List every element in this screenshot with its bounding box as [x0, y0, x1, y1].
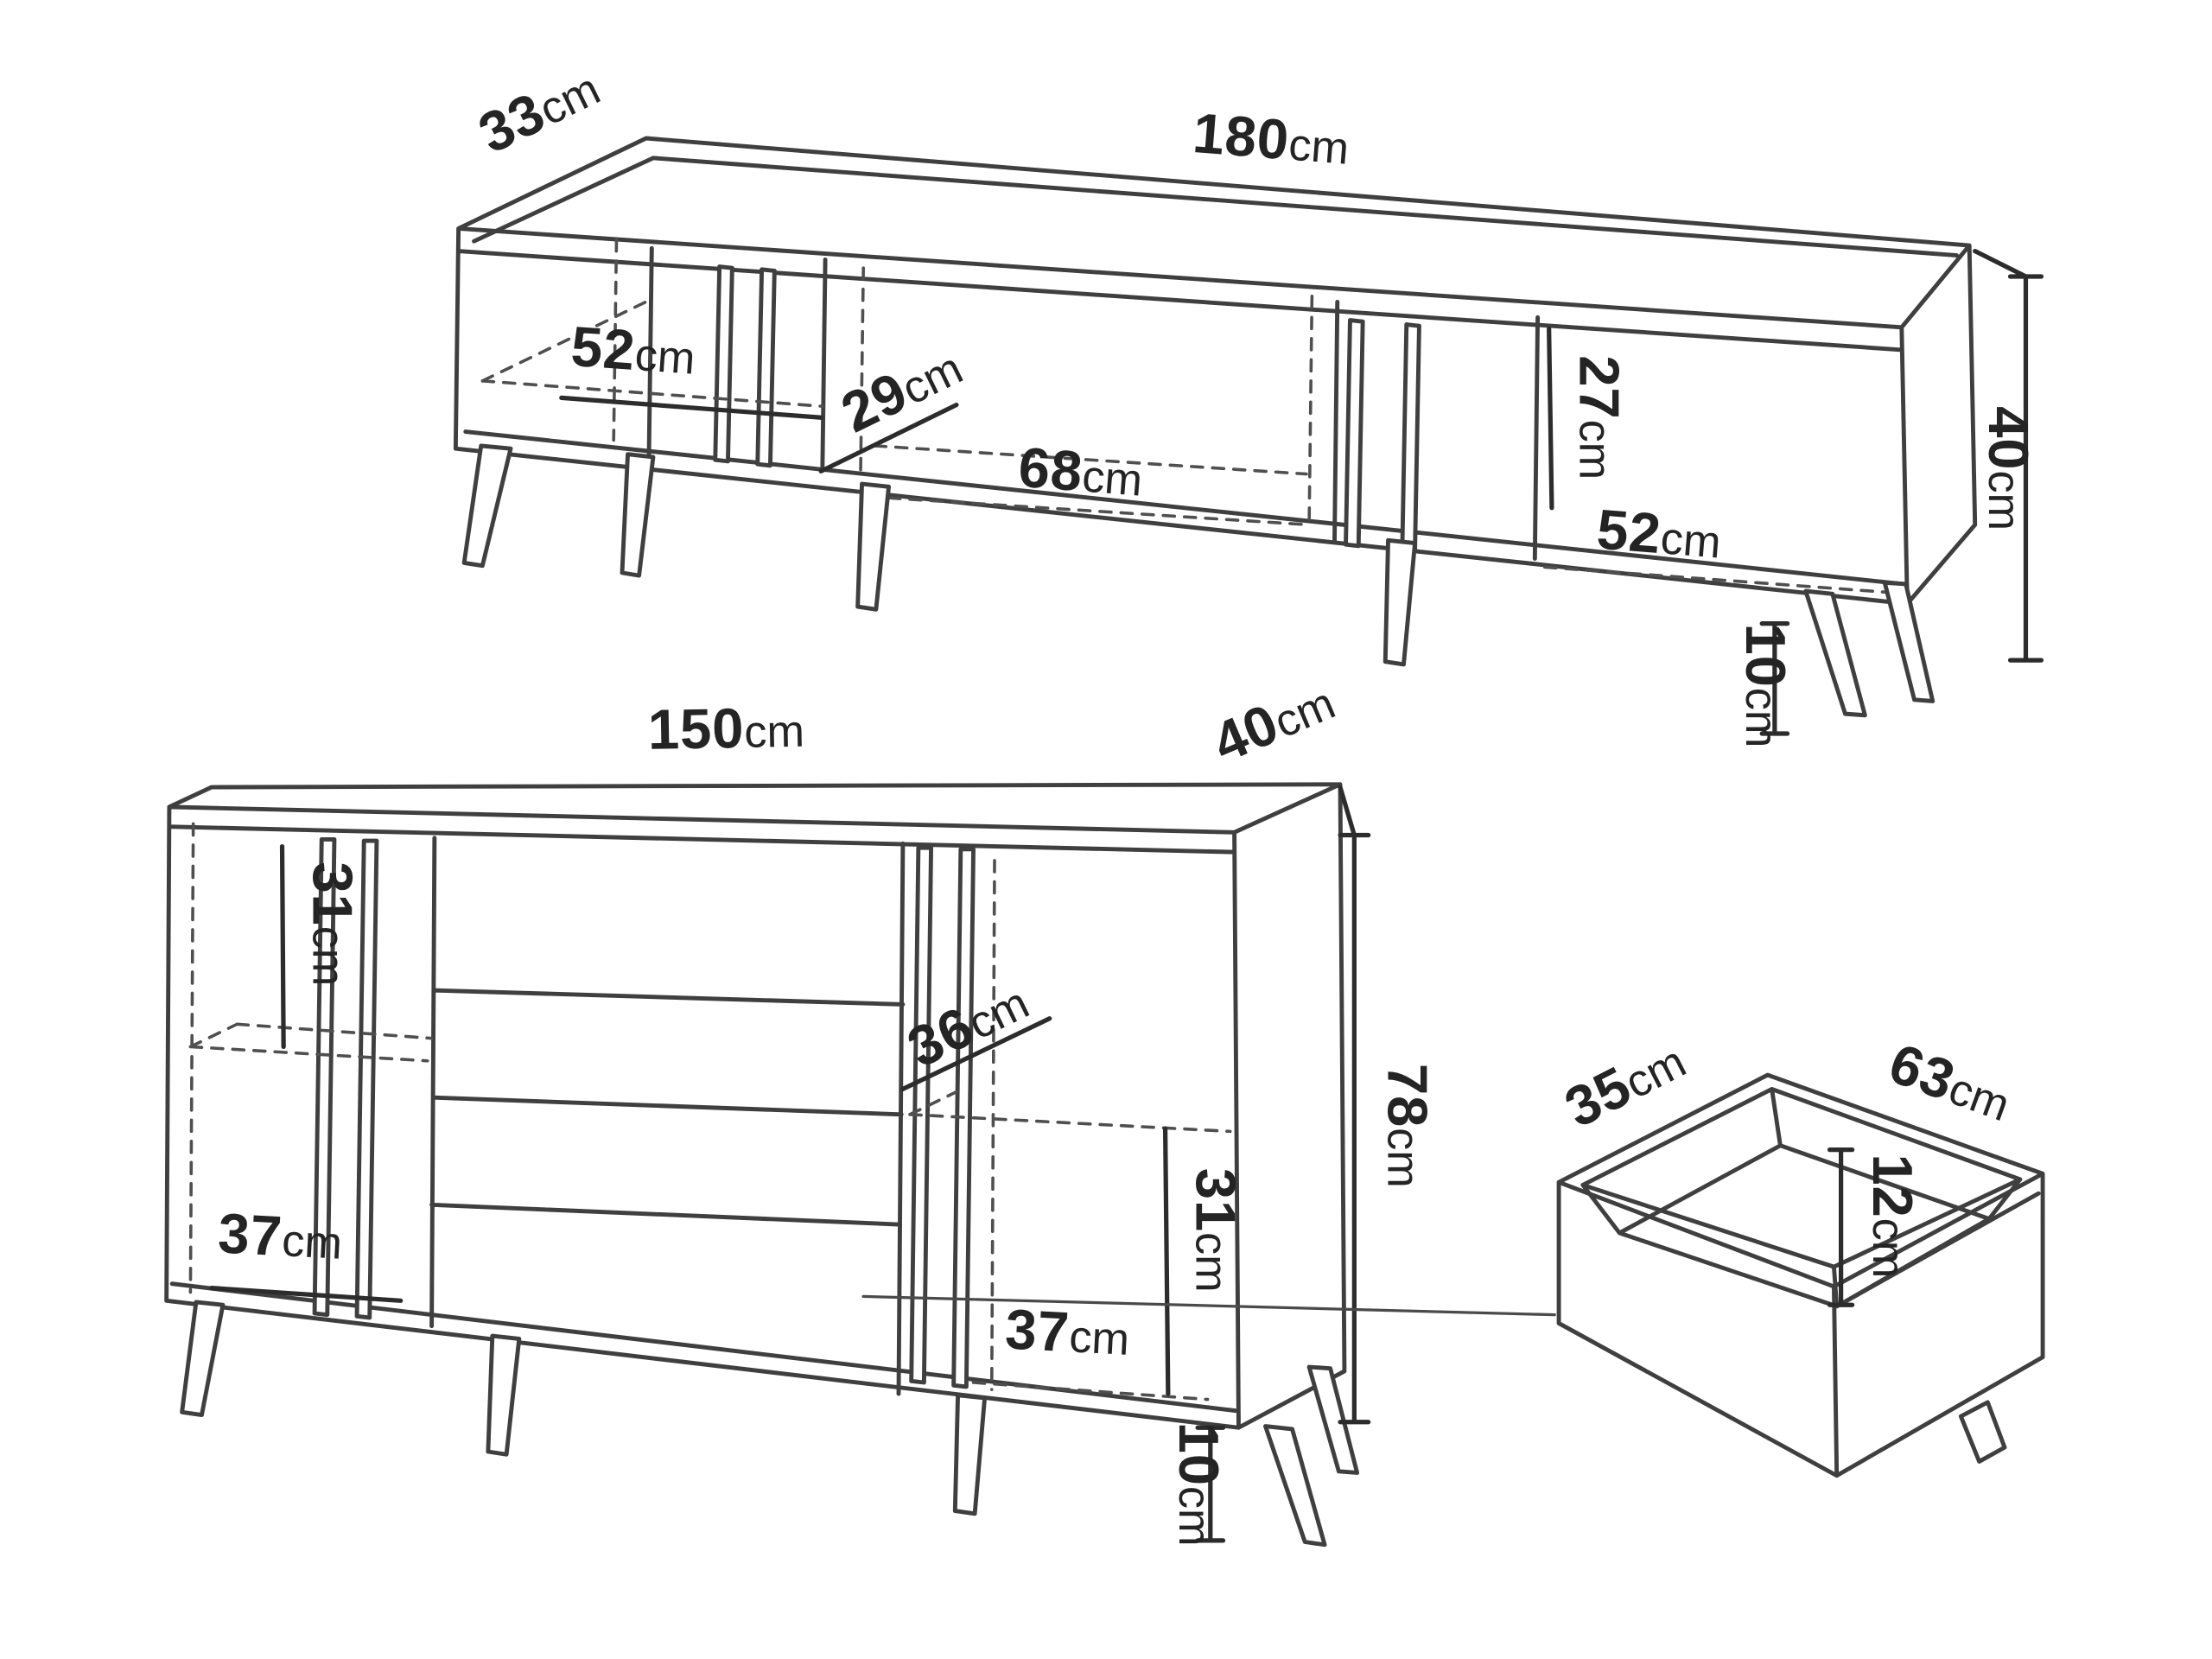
tv-stand-door-handles	[713, 264, 1421, 554]
tv-leg-height-dimension: 10cm	[1734, 624, 1797, 748]
tv-stand-dimension-lines	[559, 249, 2044, 736]
sideboard-legs	[180, 1300, 1360, 1548]
drawer-drawing: 35cm 63cm 12cm	[1555, 1031, 2045, 1478]
tv-inner-depth-dimension: 29cm	[832, 334, 971, 445]
sideboard-door-and-drawer-edges	[429, 836, 906, 1396]
sideboard-drawing: 150cm 40cm 31cm 36cm 37cm 31cm 37cm 78cm…	[164, 668, 1556, 1548]
drawer-reference-line	[861, 1294, 1556, 1317]
tv-height-dimension: 40cm	[1977, 406, 2040, 531]
drawer-height-dimension: 12cm	[1861, 1154, 1924, 1278]
sideboard-leg-height-dimension: 10cm	[1167, 1422, 1230, 1547]
sideboard-interior-dashed-lines	[188, 822, 1232, 1402]
tv-stand-carcass	[453, 136, 1978, 607]
drawer-box	[1556, 1072, 2045, 1478]
drawer-dimension-lines	[1827, 1147, 1855, 1307]
tv-middle-opening-dimension: 68cm	[1016, 435, 1145, 508]
sideboard-width-dimension: 150cm	[647, 696, 804, 761]
sideboard-door-handles	[312, 836, 976, 1389]
drawer-width-dimension: 63cm	[1881, 1031, 2019, 1133]
sideboard-height-dimension: 78cm	[1376, 1064, 1440, 1188]
sideboard-dimension-lines	[209, 785, 1371, 1543]
tv-inner-height-dimension: 27cm	[1568, 355, 1631, 480]
sideboard-upper-inner-height-dimension: 31cm	[301, 861, 364, 986]
tv-stand-interior-dashed-lines	[480, 238, 1892, 594]
tv-stand-door-edges	[646, 245, 1541, 561]
tv-stand-drawing: 33cm 180cm 52cm 29cm 68cm 27cm 52cm 40cm…	[453, 54, 2044, 748]
tv-right-shelf-dimension: 52cm	[1595, 498, 1724, 570]
sideboard-carcass	[164, 782, 1347, 1430]
tv-depth-dimension: 33cm	[469, 54, 608, 165]
sideboard-right-shelf-dimension: 37cm	[1004, 1297, 1132, 1366]
sideboard-lower-inner-height-dimension: 31cm	[1184, 1168, 1247, 1293]
tv-stand-legs	[461, 443, 1936, 718]
tv-left-shelf-dimension: 52cm	[569, 315, 698, 386]
tv-width-dimension: 180cm	[1191, 101, 1351, 176]
sideboard-depth-dimension: 40cm	[1204, 668, 1343, 774]
sideboard-left-shelf-dimension: 37cm	[217, 1201, 345, 1270]
drawer-foot	[1958, 1400, 2007, 1464]
